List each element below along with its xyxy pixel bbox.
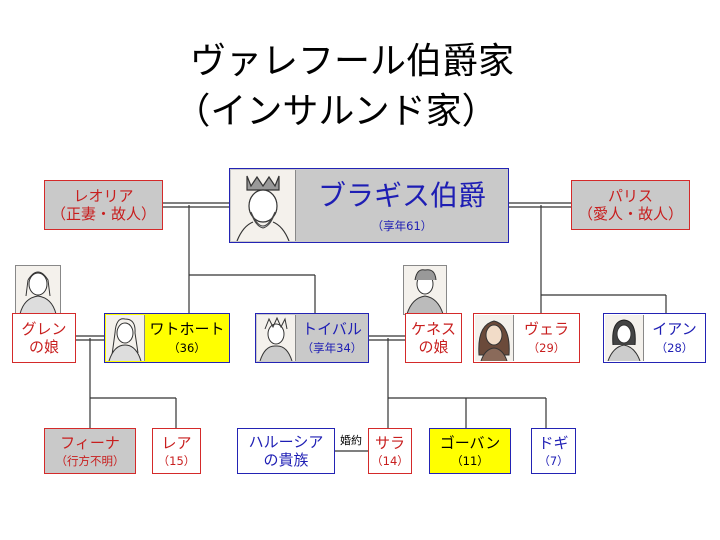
engagement-label: 婚約 xyxy=(333,434,369,447)
leoria-line2: （正妻・故人） xyxy=(50,205,156,223)
rea-box[interactable]: レア （15） xyxy=(152,428,201,474)
dogi-note: （7） xyxy=(538,453,569,468)
leoria-box[interactable]: レオリア （正妻・故人） xyxy=(44,180,163,230)
hallucia-noble-box[interactable]: ハルーシア の貴族 xyxy=(237,428,335,474)
ian-name: イアン xyxy=(652,320,697,338)
sara-box[interactable]: サラ （14） xyxy=(368,428,412,474)
glen-daughter-line1: グレン xyxy=(21,320,67,338)
vera-name: ヴェラ xyxy=(523,320,569,338)
goban-box[interactable]: ゴーバン （11） xyxy=(429,428,511,474)
king-portrait-icon xyxy=(231,170,296,241)
dogi-box[interactable]: ドギ （7） xyxy=(531,428,576,474)
toibaru-portrait-icon xyxy=(257,315,296,361)
glen-daughter-box[interactable]: グレン の娘 xyxy=(12,313,76,363)
kenesu-daughter-line1: ケネス xyxy=(410,320,456,338)
glen-daughter-line2: の娘 xyxy=(28,338,59,356)
watohoto-name: ワトホート xyxy=(149,320,225,338)
paris-box[interactable]: パリス （愛人・故人） xyxy=(571,180,690,230)
goban-name: ゴーバン xyxy=(439,433,501,452)
hallucia-line2: の貴族 xyxy=(263,451,309,469)
watohoto-box[interactable]: ワトホート （36） xyxy=(104,313,230,363)
watohoto-note: （36） xyxy=(168,341,206,355)
kenesu-daughter-line2: の娘 xyxy=(418,338,449,356)
sara-note: （14） xyxy=(371,453,409,468)
rea-note: （15） xyxy=(157,453,196,468)
fina-box[interactable]: フィーナ （行方不明） xyxy=(44,428,136,474)
sara-name: サラ xyxy=(374,433,405,452)
bragis-name: ブラギス伯爵 xyxy=(317,179,486,212)
ian-portrait-icon xyxy=(605,315,644,361)
goban-note: （11） xyxy=(451,453,489,468)
toibaru-name: トイバル xyxy=(302,320,362,338)
ian-box[interactable]: イアン （28） xyxy=(603,313,706,363)
vera-note: （29） xyxy=(527,341,566,355)
kenesu-daughter-box[interactable]: ケネス の娘 xyxy=(405,313,462,363)
vera-box[interactable]: ヴェラ （29） xyxy=(473,313,580,363)
kenesu-portrait-icon xyxy=(403,265,447,315)
bragis-box[interactable]: ブラギス伯爵 （享年61） xyxy=(229,168,509,243)
paris-line1: パリス xyxy=(607,187,653,205)
leoria-line1: レオリア xyxy=(73,187,134,205)
vera-portrait-icon xyxy=(475,315,514,361)
dogi-name: ドギ xyxy=(538,433,569,452)
toibaru-note: （享年34） xyxy=(301,341,363,355)
ian-note: （28） xyxy=(655,341,694,355)
title-line1: ヴァレフール伯爵家 xyxy=(189,41,514,82)
hallucia-line1: ハルーシア xyxy=(248,433,324,451)
bragis-note: （享年61） xyxy=(371,219,433,233)
watohoto-portrait-icon xyxy=(106,315,145,361)
fina-note: （行方不明） xyxy=(55,453,125,468)
toibaru-box[interactable]: トイバル （享年34） xyxy=(255,313,369,363)
title-line2: （インサルンド家） xyxy=(174,91,498,132)
rea-name: レア xyxy=(161,433,192,452)
fina-name: フィーナ xyxy=(60,433,120,452)
glen-portrait-icon xyxy=(15,265,61,315)
paris-line2: （愛人・故人） xyxy=(577,205,683,223)
